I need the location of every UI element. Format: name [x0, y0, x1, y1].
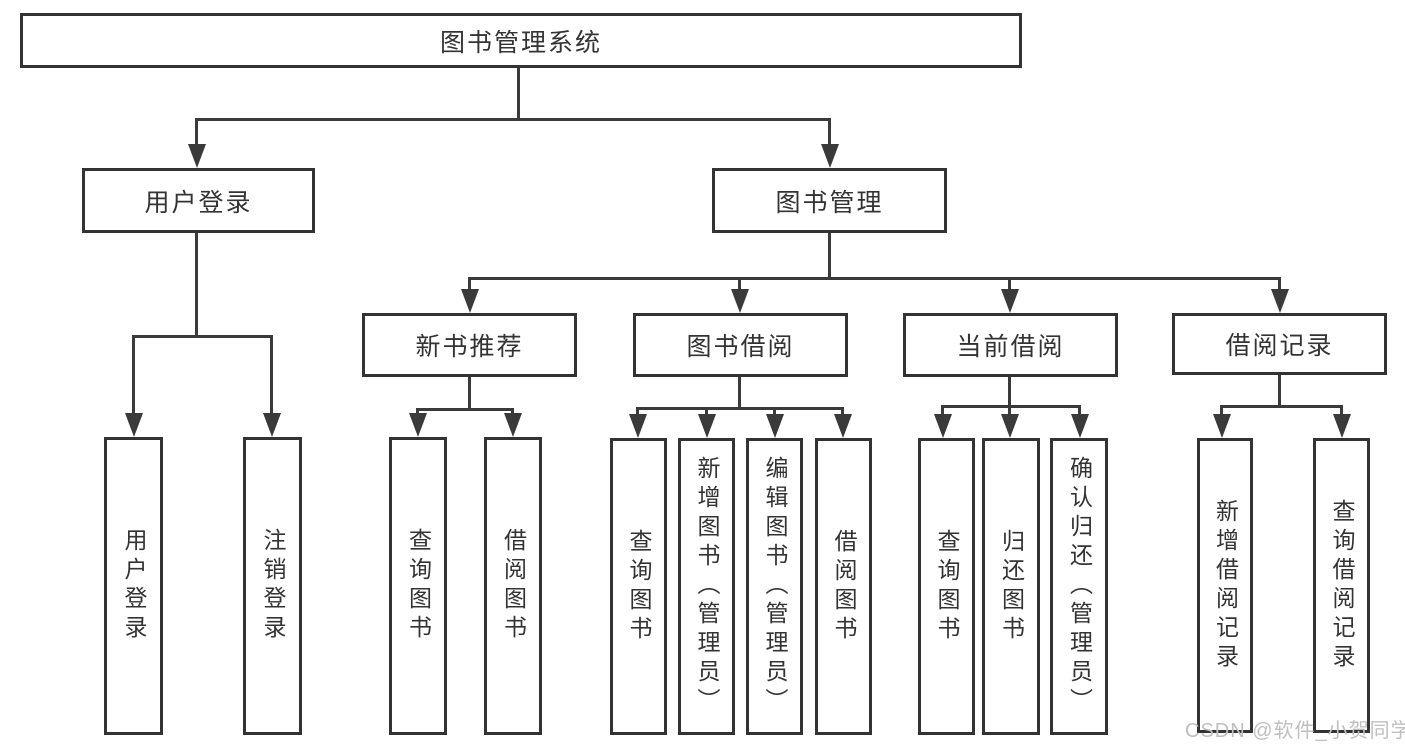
connector-arrow-user-login-line [195, 118, 198, 144]
leaf-logout: 注销登录 [243, 437, 302, 735]
node-root-label: 图书管理系统 [439, 28, 602, 57]
leaf-borrow-borrow-label: 借阅图书 [831, 528, 857, 645]
leaf-logout-label: 注销登录 [260, 528, 286, 644]
arrow-down-icon [409, 413, 427, 437]
connector-book-borrow-branch [636, 407, 844, 410]
leaf-newbook-query-label: 查询图书 [405, 528, 432, 644]
connector-arrow-leaf-line [416, 408, 419, 413]
connector-arrow-leaf-line [773, 407, 776, 414]
node-book-mgmt-label: 图书管理 [775, 188, 884, 217]
node-user-login-label: 用户登录 [144, 188, 253, 217]
arrow-down-icon [461, 289, 479, 313]
node-user-login: 用户登录 [82, 168, 315, 233]
leaf-user-login: 用户登录 [104, 437, 163, 735]
leaf-user-login-label: 用户登录 [121, 528, 147, 644]
arrow-down-icon [834, 414, 852, 438]
connector-arrow-leaf-line [132, 335, 135, 413]
connector-level3-branch [468, 277, 1281, 280]
arrow-down-icon [821, 144, 839, 168]
connector-arrow-level3-line [1008, 277, 1011, 289]
arrow-down-icon [1001, 414, 1019, 438]
arrow-down-icon [504, 413, 522, 437]
arrow-down-icon [188, 144, 206, 168]
node-new-book-rec-label: 新书推荐 [415, 333, 524, 361]
connector-book-mgmt-stem [828, 232, 831, 280]
node-book-mgmt: 图书管理 [712, 168, 947, 233]
node-book-borrow: 图书借阅 [633, 313, 848, 377]
connector-arrow-leaf-line [941, 405, 944, 414]
connector-new-book-rec-branch [416, 408, 514, 411]
node-current-borrow: 当前借阅 [903, 313, 1118, 377]
node-new-book-rec: 新书推荐 [362, 313, 577, 377]
connector-arrow-level3-line [468, 277, 471, 289]
arrow-down-icon [1071, 414, 1089, 438]
connector-user-login-stem [195, 232, 198, 338]
leaf-current-query: 查询图书 [918, 438, 975, 735]
connector-current-borrow-stem [1008, 377, 1011, 408]
leaf-borrow-add-label: 新增图书（管理员） [694, 456, 720, 717]
leaf-record-add-label: 新增借阅记录 [1212, 498, 1239, 673]
connector-arrow-leaf-line [841, 407, 844, 414]
arrow-down-icon [1001, 289, 1019, 313]
connector-arrow-book-mgmt-line [828, 118, 831, 144]
csdn-watermark: CSDN @软件_小贺同学 [1185, 720, 1405, 742]
leaf-current-confirm-label: 确认归还（管理员） [1066, 456, 1093, 717]
connector-arrow-leaf-line [1008, 405, 1011, 414]
connector-arrow-leaf-line [270, 335, 273, 413]
leaf-borrow-query: 查询图书 [610, 438, 667, 735]
connector-arrow-leaf-line [511, 408, 514, 413]
connector-arrow-level3-line [1278, 277, 1281, 289]
leaf-record-query: 查询借阅记录 [1313, 438, 1370, 733]
arrow-down-icon [263, 413, 281, 437]
leaf-newbook-query: 查询图书 [389, 437, 447, 735]
leaf-current-query-label: 查询图书 [934, 528, 960, 645]
arrow-down-icon [629, 414, 647, 438]
node-book-borrow-label: 图书借阅 [686, 333, 795, 361]
connector-level2-branch [195, 118, 831, 121]
arrow-down-icon [934, 414, 952, 438]
leaf-borrow-borrow: 借阅图书 [815, 438, 872, 735]
arrow-down-icon [1271, 289, 1289, 313]
leaf-current-return: 归还图书 [982, 438, 1040, 735]
connector-current-borrow-branch [941, 405, 1081, 408]
leaf-current-confirm: 确认归还（管理员） [1050, 438, 1108, 735]
connector-user-login-branch [132, 335, 273, 338]
connector-new-book-rec-stem [468, 377, 471, 411]
leaf-current-return-label: 归还图书 [998, 528, 1025, 645]
connector-arrow-leaf-line [1220, 405, 1223, 414]
node-root: 图书管理系统 [20, 13, 1022, 68]
arrow-down-icon [731, 289, 749, 313]
connector-book-borrow-stem [738, 377, 741, 410]
connector-borrow-record-stem [1278, 375, 1281, 408]
leaf-newbook-borrow-label: 借阅图书 [500, 528, 527, 644]
leaf-borrow-add: 新增图书（管理员） [678, 438, 735, 735]
connector-arrow-leaf-line [1078, 405, 1081, 414]
connector-arrow-leaf-line [1340, 405, 1343, 414]
leaf-record-query-label: 查询借阅记录 [1329, 498, 1355, 673]
arrow-down-icon [766, 414, 784, 438]
arrow-down-icon [1333, 414, 1351, 438]
connector-borrow-record-branch [1220, 405, 1343, 408]
leaf-borrow-query-label: 查询图书 [626, 528, 652, 645]
node-current-borrow-label: 当前借阅 [956, 333, 1065, 361]
connector-arrow-level3-line [738, 277, 741, 289]
node-borrow-record: 借阅记录 [1172, 313, 1387, 375]
leaf-record-add: 新增借阅记录 [1197, 438, 1253, 733]
connector-arrow-leaf-line [636, 407, 639, 414]
leaf-newbook-borrow: 借阅图书 [484, 437, 542, 735]
connector-root-stem [517, 68, 520, 121]
arrow-down-icon [125, 413, 143, 437]
arrow-down-icon [698, 414, 716, 438]
leaf-borrow-edit: 编辑图书（管理员） [746, 438, 803, 735]
node-borrow-record-label: 借阅记录 [1225, 332, 1334, 360]
connector-arrow-leaf-line [705, 407, 708, 414]
arrow-down-icon [1213, 414, 1231, 438]
leaf-borrow-edit-label: 编辑图书（管理员） [762, 456, 788, 717]
